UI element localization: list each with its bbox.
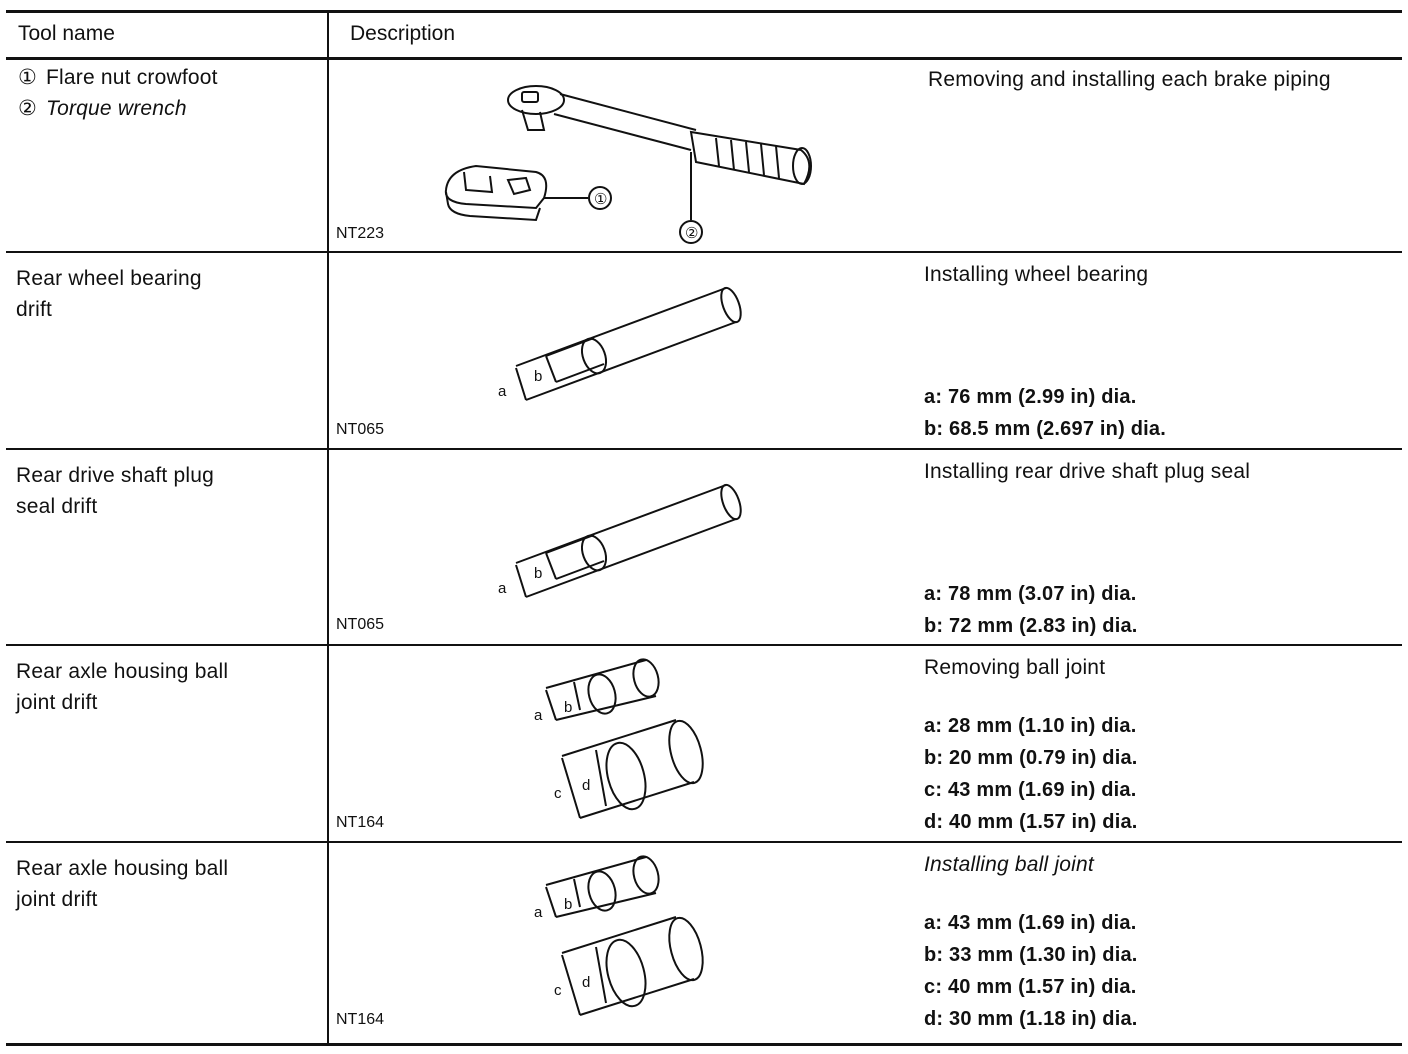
spec-item: a: 43 mm (1.69 in) dia. <box>924 912 1137 934</box>
tool-description: Installing ball joint <box>924 849 1094 881</box>
table-top-rule <box>6 10 1402 13</box>
spec-item: b: 72 mm (2.83 in) dia. <box>924 615 1138 637</box>
spec-item: c: 40 mm (1.57 in) dia. <box>924 976 1137 998</box>
wrench-illustration: ① ② <box>444 85 812 244</box>
spec-item: c: 43 mm (1.69 in) dia. <box>924 779 1137 801</box>
row-divider <box>6 448 1402 450</box>
drift-illustration: a b <box>498 286 742 401</box>
header-rule <box>6 57 1402 60</box>
figure-code: NT065 <box>336 616 385 633</box>
tool-name-header: Tool name <box>18 22 115 45</box>
tool-description: Installing rear drive shaft plug seal <box>924 456 1250 488</box>
purpose-text: Installing wheel bearing <box>924 263 1149 286</box>
figure-code: NT065 <box>336 421 385 438</box>
table-row: Rear wheel bearing drift a b NT065 Insta… <box>6 253 1402 448</box>
figure-label: a <box>534 707 543 724</box>
spec-item: b: 68.5 mm (2.697 in) dia. <box>924 418 1166 440</box>
row-divider <box>6 251 1402 253</box>
spec-item: b: 33 mm (1.30 in) dia. <box>924 944 1138 966</box>
figure-label: b <box>564 896 572 913</box>
table-bottom-rule <box>6 1043 1402 1046</box>
table-row: Rear drive shaft plug seal drift a b NT0… <box>6 450 1402 644</box>
row-divider <box>6 644 1402 646</box>
spec-item: a: 78 mm (3.07 in) dia. <box>924 583 1137 605</box>
purpose-text: Removing ball joint <box>924 656 1106 679</box>
figure-label: c <box>554 982 562 999</box>
tool-description: Removing ball joint <box>924 652 1105 684</box>
purpose-text: Removing and installing each brake pipin… <box>928 68 1331 91</box>
spec-list: a: 43 mm (1.69 in) dia. b: 33 mm (1.30 i… <box>924 907 1138 1035</box>
spec-list: a: 76 mm (2.99 in) dia. b: 68.5 mm (2.69… <box>924 381 1166 445</box>
figure-label: b <box>564 699 572 716</box>
description-header: Description <box>350 22 456 45</box>
table-row: Rear axle housing ball joint drift a b c… <box>6 646 1402 841</box>
figure-label: a <box>534 904 543 921</box>
figure-label: b <box>534 565 542 582</box>
item-marker: ② <box>18 97 38 120</box>
figure-code: NT164 <box>336 814 385 831</box>
tool-name: Rear axle housing ball joint drift <box>16 660 229 714</box>
spec-item: d: 30 mm (1.18 in) dia. <box>924 1008 1138 1030</box>
tool-name: Rear axle housing ball joint drift <box>16 857 229 911</box>
spec-item: a: 28 mm (1.10 in) dia. <box>924 715 1137 737</box>
item-marker: ① <box>18 66 38 89</box>
figure-label: a <box>498 383 507 400</box>
drift-illustration: a b <box>498 483 742 598</box>
purpose-text: Installing rear drive shaft plug seal <box>924 460 1251 483</box>
spec-item: a: 76 mm (2.99 in) dia. <box>924 386 1137 408</box>
table-row: Rear axle housing ball joint drift a b c… <box>6 843 1402 1043</box>
figure-label: d <box>582 777 590 794</box>
purpose-text: Installing ball joint <box>924 853 1094 876</box>
figure-code: NT164 <box>336 1011 385 1028</box>
figure-label: b <box>534 368 542 385</box>
callout-2-label: ② <box>685 225 698 242</box>
tool-name: Rear wheel bearing drift <box>16 267 202 321</box>
ball-joint-drift-illustration: a b c d <box>534 855 704 1016</box>
tool-description: Removing and installing each brake pipin… <box>928 64 1331 96</box>
ball-joint-drift-illustration: a b c d <box>534 658 704 819</box>
figure-code: NT223 <box>336 225 385 242</box>
figure-label: a <box>498 580 507 597</box>
row-divider <box>6 841 1402 843</box>
spec-item: d: 40 mm (1.57 in) dia. <box>924 811 1138 833</box>
figure-label: c <box>554 785 562 802</box>
tool-name: Rear drive shaft plug seal drift <box>16 464 214 518</box>
callout-1-label: ① <box>594 191 607 208</box>
spec-list: a: 28 mm (1.10 in) dia. b: 20 mm (0.79 i… <box>924 710 1138 838</box>
tool-description: Installing wheel bearing <box>924 259 1148 291</box>
figure-label: d <box>582 974 590 991</box>
column-divider <box>327 10 329 1046</box>
spec-item: b: 20 mm (0.79 in) dia. <box>924 747 1138 769</box>
spec-list: a: 78 mm (3.07 in) dia. b: 72 mm (2.83 i… <box>924 578 1138 642</box>
